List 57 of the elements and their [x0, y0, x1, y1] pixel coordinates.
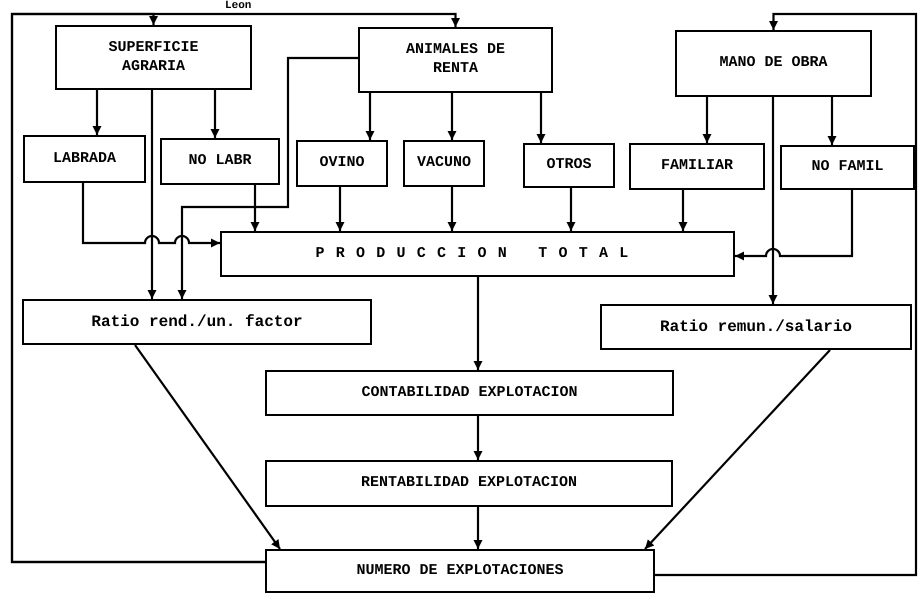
arrow — [210, 90, 220, 138]
box-label: SUPERFICIE AGRARIA — [107, 38, 200, 76]
box-label: MANO DE OBRA — [718, 54, 829, 73]
arrow — [828, 97, 836, 145]
arrow — [702, 97, 712, 143]
process-box — [265, 460, 673, 507]
process-box — [22, 299, 372, 345]
arrow — [474, 507, 482, 549]
box-label: Ratio remun./salario — [658, 317, 854, 337]
box-label: OTROS — [545, 156, 592, 175]
process-box — [403, 140, 485, 187]
arrow — [768, 97, 778, 304]
arrow — [474, 416, 482, 460]
box-label: Ratio rend./un. factor — [90, 312, 304, 332]
arrow — [82, 183, 220, 248]
box-label: NO FAMIL — [810, 158, 884, 177]
arrow — [178, 56, 358, 299]
process-box — [675, 30, 872, 97]
arrow — [10, 12, 460, 564]
process-box — [629, 143, 765, 190]
process-box — [600, 304, 912, 350]
arrow — [448, 93, 456, 140]
arrow — [536, 93, 546, 143]
arrow — [148, 90, 156, 299]
process-box — [23, 135, 146, 183]
process-box — [296, 140, 388, 187]
arrow — [644, 349, 831, 550]
arrow — [566, 188, 576, 231]
box-label: FAMILIAR — [660, 157, 734, 176]
box-label: CONTABILIDAD EXPLOTACION — [360, 384, 579, 402]
process-box — [358, 27, 553, 93]
process-box — [780, 145, 915, 190]
box-label: RENTABILIDAD EXPLOTACION — [360, 474, 578, 493]
box-label: VACUNO — [416, 154, 472, 173]
arrow — [366, 93, 374, 140]
caption-text: Leon — [225, 0, 252, 12]
arrow — [250, 185, 260, 231]
process-box — [265, 549, 655, 593]
process-box — [265, 370, 674, 416]
process-box — [220, 231, 735, 277]
box-label: NO LABR — [187, 152, 252, 171]
arrow — [448, 187, 456, 231]
box-label: LABRADA — [52, 150, 117, 168]
box-label: OVINO — [318, 154, 366, 173]
arrow — [735, 190, 854, 260]
box-label: NUMERO DE EXPLOTACIONES — [355, 562, 565, 580]
process-box — [523, 143, 615, 188]
process-box — [55, 25, 252, 90]
arrow — [92, 90, 102, 135]
box-label: ANIMALES DE RENTA — [404, 41, 506, 79]
process-box — [160, 138, 280, 185]
arrow — [336, 187, 344, 231]
arrow — [678, 190, 688, 231]
arrow — [134, 344, 281, 550]
arrow — [474, 277, 482, 370]
arrow — [655, 12, 918, 576]
box-label: PRODUCCION TOTAL — [314, 244, 641, 264]
